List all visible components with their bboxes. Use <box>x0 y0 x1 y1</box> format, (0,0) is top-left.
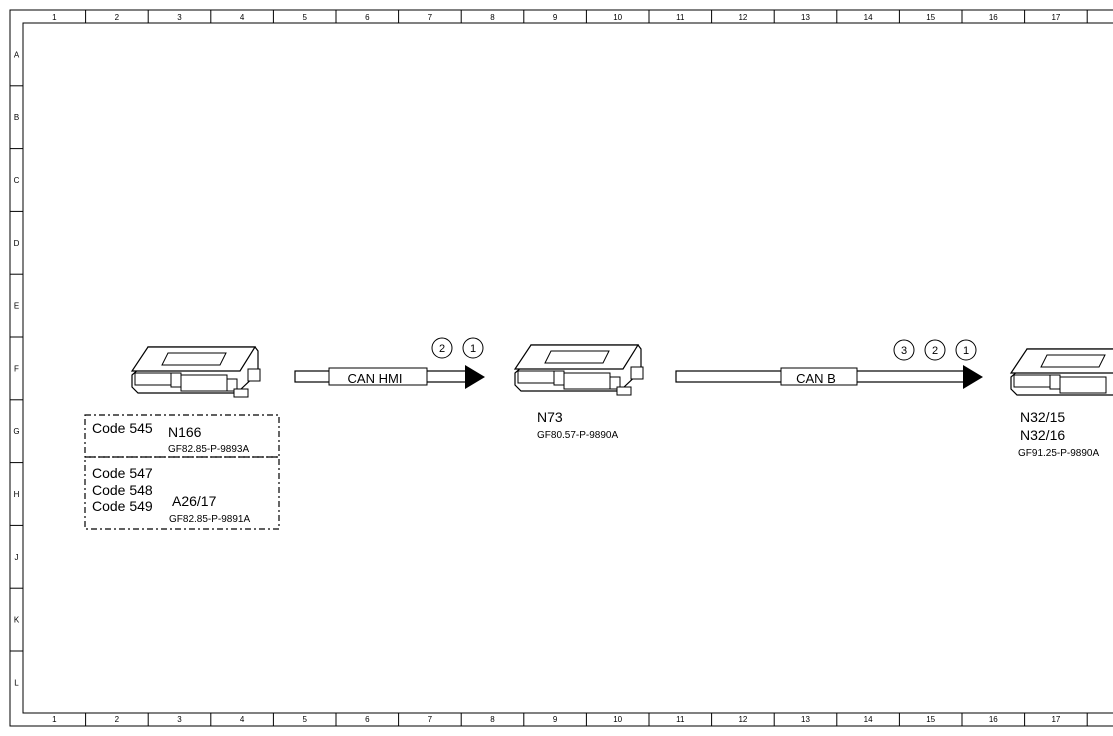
row-label: E <box>14 302 19 311</box>
column-label-top: 10 <box>613 13 622 22</box>
bus-can-hmi-marker-circle-1 <box>462 337 484 359</box>
column-label-bottom: 3 <box>177 715 182 724</box>
code-group-box-2 <box>84 456 280 530</box>
column-label-bottom: 14 <box>864 715 873 724</box>
column-label-bottom: 4 <box>240 715 245 724</box>
column-label-top: 8 <box>490 13 495 22</box>
row-ruler-left: A B C D E F G H J K L <box>10 50 23 687</box>
bus-can-b-label: CAN B <box>796 371 836 386</box>
column-label-bottom: 6 <box>365 715 370 724</box>
bus-can-b-marker-1: 1 <box>963 345 969 357</box>
bus-can-b-label-box <box>780 367 858 386</box>
column-label-top: 1 <box>52 13 57 22</box>
left-module-name-n166: N166 <box>168 424 202 440</box>
row-label: C <box>14 176 20 185</box>
bus-can-b-arrowhead <box>963 365 983 389</box>
bus-can-hmi-marker-circle-2 <box>431 337 453 359</box>
center-module-name: N73 <box>537 409 563 425</box>
column-label-top: 5 <box>302 13 307 22</box>
module-left-icon <box>130 346 261 398</box>
left-module-ref-n166: GF82.85-P-9893A <box>168 444 249 455</box>
bus-can-b-marker-3: 3 <box>901 345 907 357</box>
column-label-top: 11 <box>676 13 685 22</box>
bus-can-hmi-label: CAN HMI <box>348 371 403 386</box>
column-label-top: 15 <box>926 13 935 22</box>
column-label-top: 4 <box>240 13 245 22</box>
left-module-name-a26-17: A26/17 <box>172 493 217 509</box>
left-code-549: Code 549 <box>92 498 153 514</box>
bus-can-b: CAN B 3 2 1 <box>675 339 983 389</box>
right-module-name-n32-15: N32/15 <box>1020 409 1065 425</box>
column-label-bottom: 15 <box>926 715 935 724</box>
column-label-bottom: 2 <box>115 715 120 724</box>
bus-can-b-marker-circle-2 <box>924 339 946 361</box>
left-module-ref-a26-17: GF82.85-P-9891A <box>169 514 250 525</box>
right-module-name-n32-16: N32/16 <box>1020 427 1065 443</box>
column-label-bottom: 9 <box>553 715 558 724</box>
left-code-548: Code 548 <box>92 482 153 498</box>
module-center-icon <box>513 344 644 396</box>
bus-can-hmi-marker-1: 1 <box>470 343 476 355</box>
bus-can-hmi-arrowhead <box>465 365 485 389</box>
column-label-top: 16 <box>989 13 998 22</box>
drawing-area-frame <box>22 22 1113 714</box>
bus-can-hmi-marker-2: 2 <box>439 343 445 355</box>
bus-can-b-marker-circle-1 <box>955 339 977 361</box>
column-label-bottom: 8 <box>490 715 495 724</box>
column-label-bottom: 12 <box>738 715 747 724</box>
column-label-top: 2 <box>115 13 120 22</box>
column-label-top: 6 <box>365 13 370 22</box>
column-label-top: 13 <box>801 13 810 22</box>
row-label: F <box>14 364 19 373</box>
left-code-547: Code 547 <box>92 465 153 481</box>
module-right-icon <box>1009 348 1113 396</box>
row-label: G <box>13 427 19 436</box>
column-label-top: 12 <box>738 13 747 22</box>
left-code-545: Code 545 <box>92 420 153 436</box>
column-label-bottom: 17 <box>1051 715 1060 724</box>
column-label-bottom: 1 <box>52 715 57 724</box>
column-label-bottom: 7 <box>428 715 433 724</box>
column-label-bottom: 5 <box>302 715 307 724</box>
right-module-ref: GF91.25-P-9890A <box>1018 448 1099 459</box>
bus-can-b-marker-2: 2 <box>932 345 938 357</box>
center-module-ref: GF80.57-P-9890A <box>537 430 618 441</box>
bus-can-b-marker-circle-3 <box>893 339 915 361</box>
row-label: A <box>14 50 20 59</box>
row-label: L <box>14 678 19 687</box>
column-label-bottom: 16 <box>989 715 998 724</box>
bus-can-hmi-label-box <box>328 367 428 386</box>
column-label-bottom: 11 <box>676 715 685 724</box>
column-label-top: 14 <box>864 13 873 22</box>
column-label-top: 7 <box>428 13 433 22</box>
column-label-bottom: 10 <box>613 715 622 724</box>
row-label: B <box>14 113 19 122</box>
row-label: J <box>15 553 19 562</box>
column-label-top: 9 <box>553 13 558 22</box>
row-label: D <box>14 239 20 248</box>
column-label-top: 17 <box>1051 13 1060 22</box>
row-label: H <box>14 490 20 499</box>
column-label-bottom: 13 <box>801 715 810 724</box>
code-group-box-1 <box>84 414 280 458</box>
bus-can-hmi: CAN HMI 2 1 <box>294 337 485 389</box>
column-label-top: 3 <box>177 13 182 22</box>
row-label: K <box>14 616 20 625</box>
outer-frame <box>9 9 1113 727</box>
